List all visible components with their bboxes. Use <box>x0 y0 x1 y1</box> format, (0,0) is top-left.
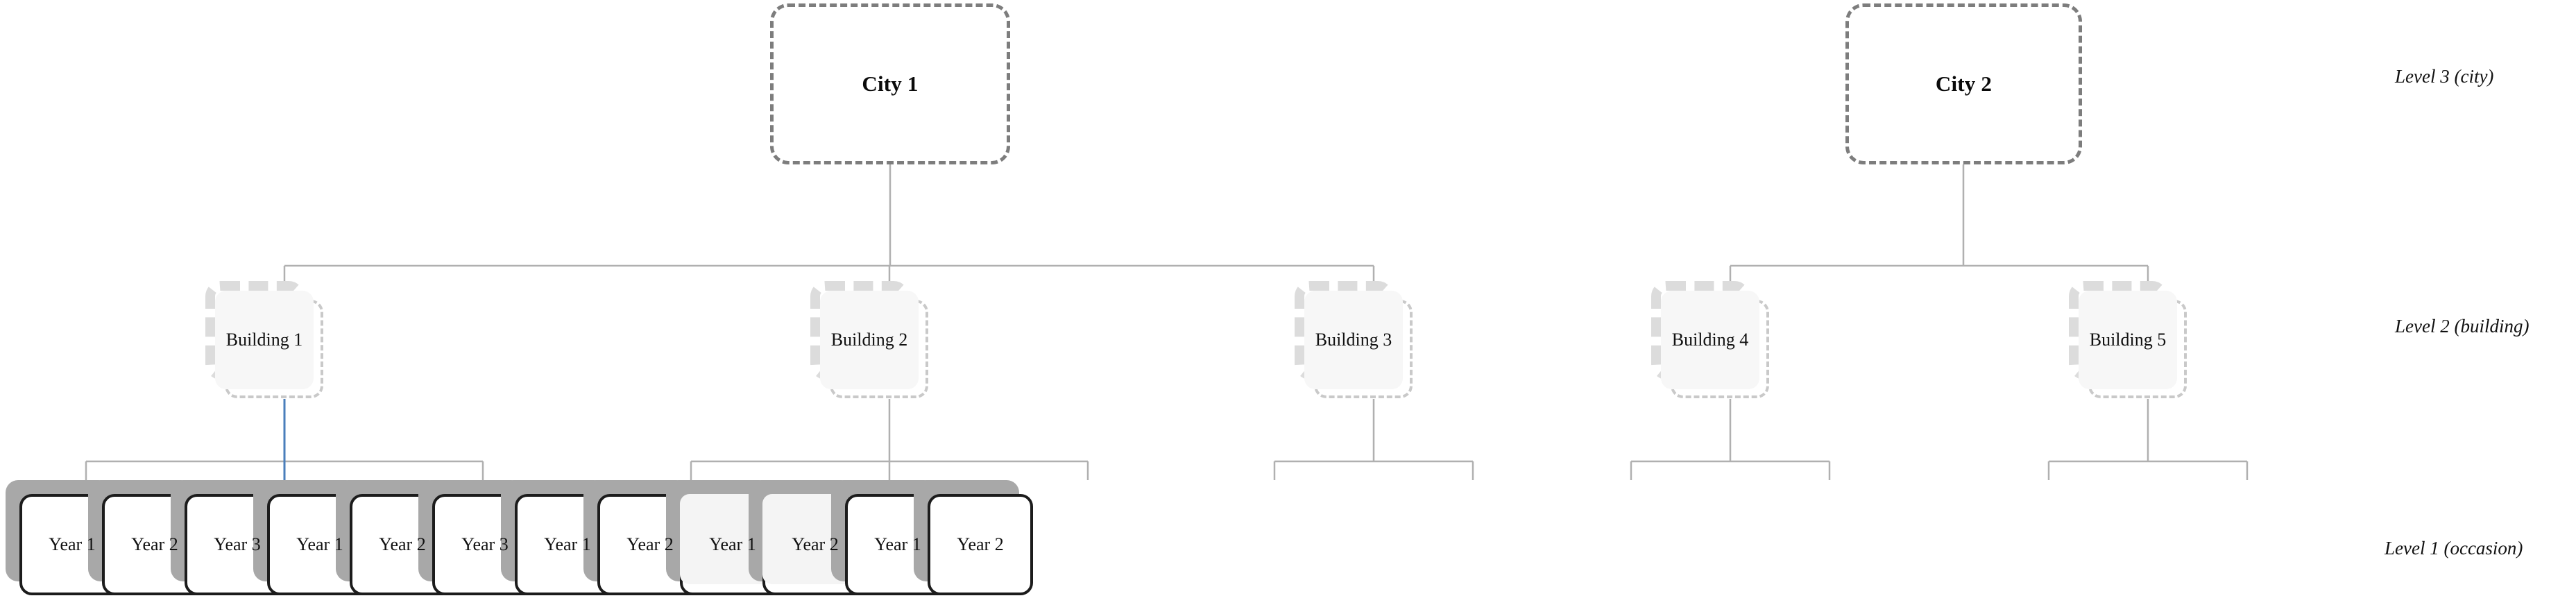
year-label: Year 2 <box>792 534 839 554</box>
building-node[interactable]: Building 1 <box>205 281 327 402</box>
building-node[interactable]: Building 4 <box>1651 281 1773 402</box>
building-node[interactable]: Building 5 <box>2069 281 2190 402</box>
year-label: Year 2 <box>379 534 426 554</box>
year-label: Year 1 <box>296 534 343 554</box>
building-front-card: Building 2 <box>820 291 919 389</box>
city-label: City 1 <box>862 71 919 96</box>
year-label: Year 1 <box>874 534 921 554</box>
year-label: Year 1 <box>49 534 96 554</box>
building-label: Building 3 <box>1315 330 1392 350</box>
year-label: Year 2 <box>131 534 178 554</box>
city-node[interactable]: City 1 <box>770 3 1010 164</box>
building-front-card: Building 5 <box>2079 291 2177 389</box>
building-label: Building 5 <box>2089 330 2167 350</box>
year-label: Year 1 <box>544 534 591 554</box>
building-node[interactable]: Building 3 <box>1295 281 1416 402</box>
year-label: Year 2 <box>626 534 674 554</box>
building-front-card: Building 1 <box>215 291 314 389</box>
building-label: Building 1 <box>225 330 303 350</box>
level-caption-level-3: Level 3 (city) <box>2395 66 2494 87</box>
building-front-card: Building 4 <box>1661 291 1759 389</box>
year-front-card: Year 2 <box>928 494 1033 595</box>
level-caption-level-1: Level 1 (occasion) <box>2385 538 2523 559</box>
building-front-card: Building 3 <box>1304 291 1403 389</box>
year-label: Year 1 <box>709 534 756 554</box>
city-node[interactable]: City 2 <box>1845 3 2082 164</box>
building-label: Building 2 <box>830 330 908 350</box>
year-label: Year 3 <box>461 534 509 554</box>
year-label: Year 3 <box>214 534 261 554</box>
year-node[interactable]: Year 2 <box>914 480 1036 598</box>
building-label: Building 4 <box>1671 330 1749 350</box>
building-node[interactable]: Building 2 <box>810 281 932 402</box>
level-caption-level-2: Level 2 (building) <box>2395 316 2530 336</box>
city-label: City 2 <box>1935 71 1993 96</box>
year-label: Year 2 <box>957 534 1004 554</box>
